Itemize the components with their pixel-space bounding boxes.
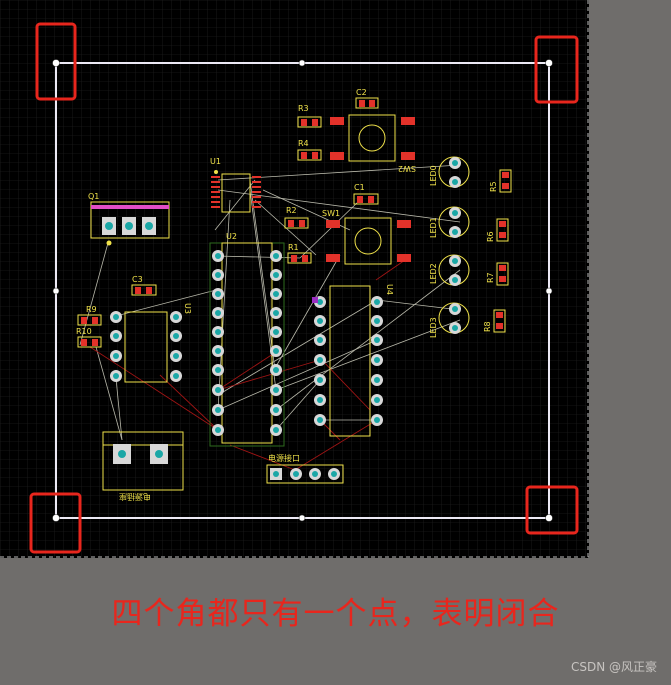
u4-ic[interactable]: U4: [314, 284, 394, 437]
u1-label: U1: [210, 157, 221, 166]
led1[interactable]: LED1: [429, 206, 470, 238]
r1-resistor[interactable]: R1: [287, 243, 312, 264]
c1-label: C1: [354, 183, 365, 192]
led2[interactable]: LED2: [429, 254, 470, 286]
led0-label: LED0: [429, 165, 438, 186]
watermark: CSDN @风正豪: [570, 660, 657, 674]
u2-ic[interactable]: U2: [209, 232, 285, 447]
power-jack[interactable]: 电源插座: [102, 431, 184, 502]
led1-label: LED1: [429, 217, 438, 238]
sw2-label: SW2: [398, 164, 416, 173]
r3-resistor[interactable]: R3: [297, 104, 322, 128]
vertex-top-left: [52, 59, 60, 67]
pcb-board-view[interactable]: Q1 U1 U2 U3: [0, 0, 589, 558]
u3-ic[interactable]: U3: [110, 303, 192, 383]
r2-label: R2: [286, 206, 297, 215]
q1-transistor[interactable]: Q1: [88, 192, 170, 246]
top-tracks: [89, 257, 409, 471]
sw1-label: SW1: [322, 209, 340, 218]
corner-highlights: [29, 22, 579, 554]
outline-midpoint-handles[interactable]: [52, 59, 553, 522]
ratsnest: [79, 164, 461, 441]
r9-label: R9: [86, 305, 97, 314]
c2-capacitor[interactable]: C2: [355, 88, 379, 109]
pcb-canvas[interactable]: Q1 U1 U2 U3: [0, 0, 589, 558]
u1-ic[interactable]: U1: [210, 157, 261, 213]
r2-resistor[interactable]: R2: [284, 206, 309, 229]
c3-capacitor[interactable]: C3: [131, 275, 157, 296]
q1-label: Q1: [88, 192, 99, 201]
highlight-bottom-left: [29, 492, 82, 554]
vertex-bottom-left: [52, 514, 60, 522]
r4-resistor[interactable]: R4: [297, 139, 322, 161]
highlight-bottom-right: [525, 485, 579, 535]
header-connector[interactable]: 电源接口: [266, 453, 344, 484]
cursor-marker: [312, 297, 318, 303]
led3-label: LED3: [429, 317, 438, 338]
r7-label: R7: [486, 272, 495, 283]
r6-resistor[interactable]: R6: [486, 218, 509, 242]
highlight-top-left: [35, 22, 77, 101]
vertex-bottom-right: [545, 514, 553, 522]
outline-vertex-handles[interactable]: [52, 59, 553, 522]
led3[interactable]: LED3: [429, 302, 470, 338]
u4-label: U4: [385, 284, 394, 295]
r3-label: R3: [298, 104, 309, 113]
r1-label: R1: [288, 243, 299, 252]
vertex-top-right: [545, 59, 553, 67]
led2-label: LED2: [429, 263, 438, 284]
r4-label: R4: [298, 139, 309, 148]
r7-resistor[interactable]: R7: [486, 262, 509, 286]
c1-capacitor[interactable]: C1: [353, 183, 379, 205]
c3-label: C3: [132, 275, 143, 284]
p2-label: 电源接口: [268, 453, 300, 463]
r9-resistor[interactable]: R9: [77, 305, 102, 326]
c2-label: C2: [356, 88, 367, 97]
r10-label: R10: [76, 327, 92, 336]
led0[interactable]: LED0: [429, 156, 470, 188]
r10-resistor[interactable]: R10: [76, 327, 102, 348]
sw1-switch[interactable]: SW1: [322, 209, 411, 265]
sw2-switch[interactable]: SW2: [330, 114, 416, 173]
r8-resistor[interactable]: R8: [483, 309, 506, 333]
r6-label: R6: [486, 231, 495, 242]
highlight-top-right: [534, 35, 579, 104]
u2-label: U2: [226, 232, 237, 241]
r8-label: R8: [483, 321, 492, 332]
annotation-caption: 四个角都只有一个点，表明闭合: [111, 596, 560, 632]
u3-label: U3: [183, 303, 192, 314]
r5-label: R5: [489, 181, 498, 192]
p1-label: 电源插座: [119, 492, 151, 502]
r5-resistor[interactable]: R5: [489, 169, 512, 193]
